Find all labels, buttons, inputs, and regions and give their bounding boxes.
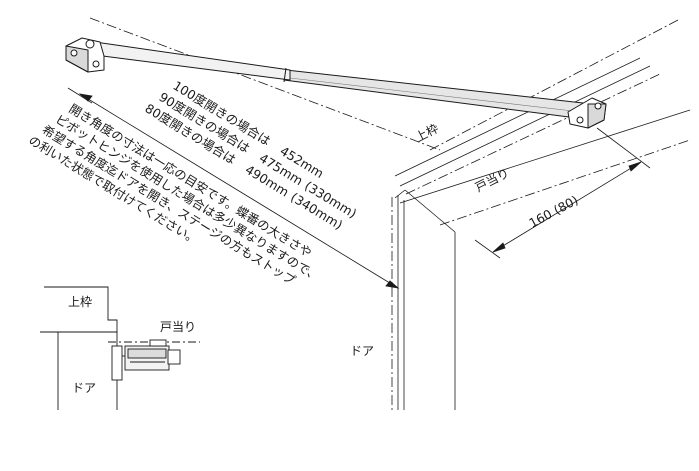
label-dimension: 160 (80) (526, 192, 580, 230)
door-edges (391, 195, 456, 410)
inset-labels: 上枠 戸当り ドア (68, 295, 196, 395)
perspective-labels: 上枠 戸当り 160 (80) ドア (350, 121, 581, 358)
stay-rod (65, 37, 607, 129)
inset-label-door-stop: 戸当り (160, 320, 196, 334)
dimension-160 (474, 127, 651, 259)
frame-guide-lines (89, 17, 691, 233)
label-door: ドア (350, 344, 374, 358)
note-line-3: 希望する角度迄ドアを開き、ステージの方もストップ (40, 122, 299, 288)
cross-section-inset (40, 286, 200, 410)
label-door-stop: 戸当り (473, 166, 511, 195)
distance-dimension-line (67, 87, 400, 289)
label-upper-frame: 上枠 (413, 121, 441, 144)
inset-label-door: ドア (72, 381, 96, 395)
inset-label-upper-frame: 上枠 (68, 295, 92, 309)
